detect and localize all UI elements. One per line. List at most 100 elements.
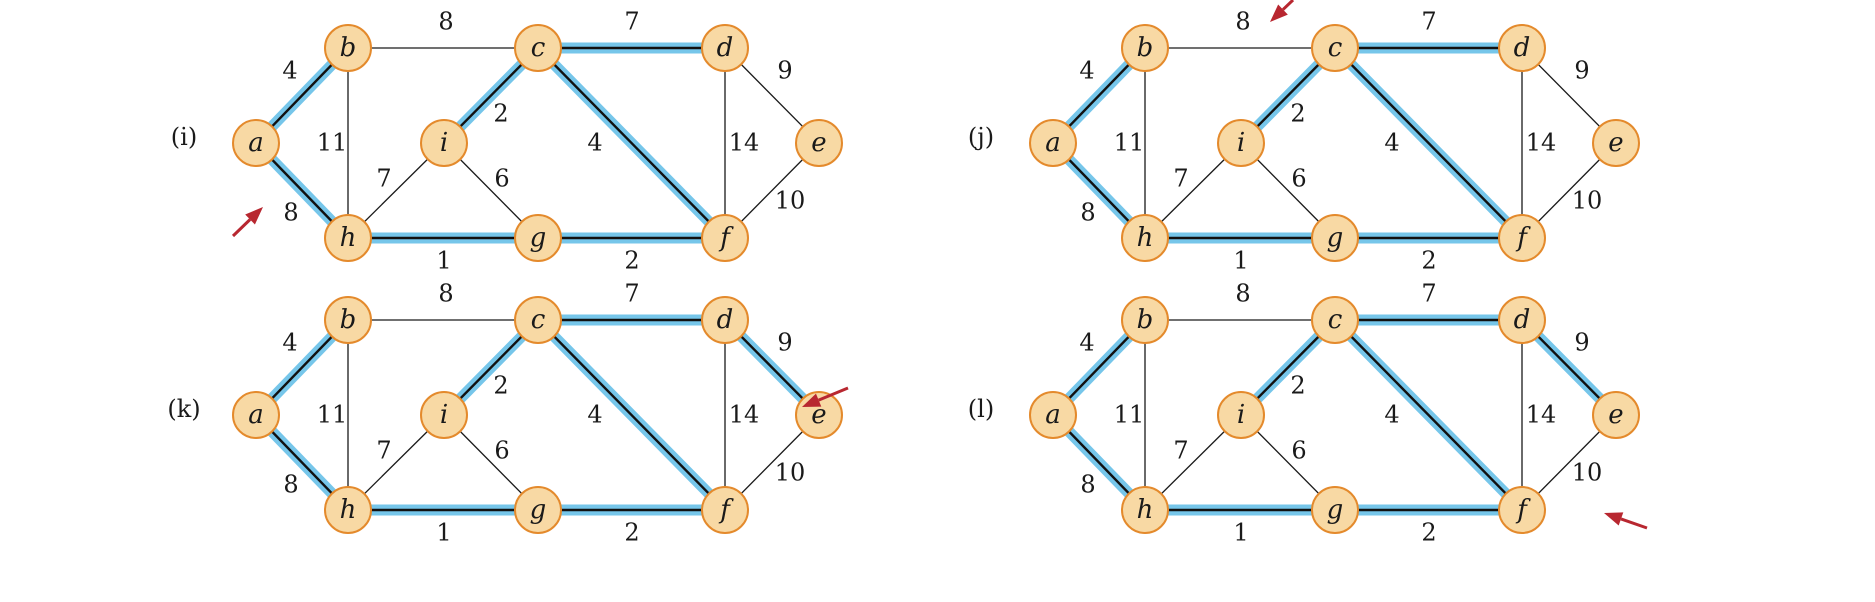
weight-c-i: 2 bbox=[1290, 372, 1305, 400]
node-d: d bbox=[1498, 296, 1546, 344]
weight-b-c: 8 bbox=[438, 280, 453, 308]
node-label-e: e bbox=[811, 400, 826, 430]
weight-b-c: 8 bbox=[438, 8, 453, 36]
weight-a-h: 8 bbox=[1080, 471, 1095, 499]
weight-g-f: 2 bbox=[624, 247, 639, 275]
pointer-arrow-icon bbox=[231, 207, 263, 238]
node-f: f bbox=[701, 486, 749, 534]
node-label-c: c bbox=[1328, 33, 1343, 63]
node-label-i: i bbox=[440, 400, 448, 430]
weight-d-e: 9 bbox=[1574, 329, 1589, 357]
node-label-d: d bbox=[717, 305, 734, 335]
weight-d-f: 14 bbox=[1526, 401, 1557, 429]
weight-c-i: 2 bbox=[493, 100, 508, 128]
node-a: a bbox=[232, 119, 280, 167]
node-e: e bbox=[795, 119, 843, 167]
node-c: c bbox=[1311, 296, 1359, 344]
node-circle-f bbox=[701, 486, 749, 534]
weight-c-i: 2 bbox=[493, 372, 508, 400]
node-label-b: b bbox=[1137, 305, 1154, 335]
weight-i-g: 6 bbox=[494, 165, 509, 193]
node-label-b: b bbox=[340, 305, 357, 335]
weight-a-h: 8 bbox=[283, 199, 298, 227]
weight-d-f: 14 bbox=[729, 129, 760, 157]
weight-a-b: 4 bbox=[1079, 57, 1094, 85]
node-circle-g bbox=[514, 214, 562, 262]
node-e: e bbox=[1592, 391, 1640, 439]
node-b: b bbox=[324, 24, 372, 72]
node-f: f bbox=[701, 214, 749, 262]
weight-c-f: 4 bbox=[587, 129, 602, 157]
node-label-b: b bbox=[340, 33, 357, 63]
node-circle-a bbox=[1029, 119, 1077, 167]
node-label-h: h bbox=[340, 495, 357, 525]
weight-b-h: 11 bbox=[317, 129, 348, 157]
node-label-g: g bbox=[1327, 223, 1344, 253]
node-i: i bbox=[1217, 391, 1265, 439]
weight-i-h: 7 bbox=[1173, 165, 1188, 193]
node-label-g: g bbox=[530, 495, 547, 525]
node-circle-c bbox=[1311, 296, 1359, 344]
node-circle-h bbox=[324, 486, 372, 534]
node-circle-f bbox=[1498, 214, 1546, 262]
weight-a-b: 4 bbox=[282, 329, 297, 357]
node-circle-b bbox=[324, 24, 372, 72]
node-circle-b bbox=[1121, 296, 1169, 344]
node-circle-g bbox=[514, 486, 562, 534]
panel-label: (k) bbox=[167, 395, 200, 423]
edge-c-f bbox=[1334, 47, 1523, 239]
edge-c-f bbox=[537, 47, 726, 239]
panel-label: (l) bbox=[968, 395, 994, 423]
node-label-a: a bbox=[248, 400, 264, 430]
weight-c-d: 7 bbox=[624, 8, 639, 36]
weight-i-h: 7 bbox=[376, 437, 391, 465]
node-g: g bbox=[1311, 214, 1359, 262]
weight-c-i: 2 bbox=[1290, 100, 1305, 128]
weight-d-e: 9 bbox=[1574, 57, 1589, 85]
node-c: c bbox=[1311, 24, 1359, 72]
node-circle-a bbox=[232, 391, 280, 439]
weight-c-d: 7 bbox=[1421, 280, 1436, 308]
node-circle-b bbox=[1121, 24, 1169, 72]
node-label-g: g bbox=[1327, 495, 1344, 525]
node-circle-i bbox=[1217, 391, 1265, 439]
weight-i-g: 6 bbox=[1291, 165, 1306, 193]
node-h: h bbox=[324, 486, 372, 534]
node-i: i bbox=[1217, 119, 1265, 167]
node-circle-a bbox=[1029, 391, 1077, 439]
node-circle-i bbox=[1217, 119, 1265, 167]
node-h: h bbox=[1121, 214, 1169, 262]
node-g: g bbox=[514, 214, 562, 262]
node-label-g: g bbox=[530, 223, 547, 253]
node-e: e bbox=[1592, 119, 1640, 167]
node-b: b bbox=[1121, 24, 1169, 72]
node-circle-b bbox=[324, 296, 372, 344]
node-label-a: a bbox=[1045, 128, 1061, 158]
node-g: g bbox=[514, 486, 562, 534]
weight-a-h: 8 bbox=[1080, 199, 1095, 227]
weight-e-f: 10 bbox=[1572, 187, 1603, 215]
node-circle-e bbox=[795, 119, 843, 167]
node-label-b: b bbox=[1137, 33, 1154, 63]
node-label-i: i bbox=[1237, 128, 1245, 158]
node-i: i bbox=[420, 119, 468, 167]
weight-d-e: 9 bbox=[777, 329, 792, 357]
node-label-h: h bbox=[1137, 495, 1154, 525]
node-label-d: d bbox=[717, 33, 734, 63]
node-d: d bbox=[1498, 24, 1546, 72]
weight-h-g: 1 bbox=[436, 247, 451, 275]
node-circle-g bbox=[1311, 486, 1359, 534]
weight-a-h: 8 bbox=[283, 471, 298, 499]
node-circle-i bbox=[420, 119, 468, 167]
pointer-arrow-icon bbox=[1270, 0, 1295, 22]
node-label-i: i bbox=[1237, 400, 1245, 430]
weight-a-b: 4 bbox=[282, 57, 297, 85]
panel-label: (i) bbox=[171, 123, 197, 151]
node-circle-e bbox=[1592, 119, 1640, 167]
weight-b-h: 11 bbox=[1114, 401, 1145, 429]
node-a: a bbox=[1029, 119, 1077, 167]
node-label-a: a bbox=[1045, 400, 1061, 430]
edge-c-f bbox=[537, 319, 726, 511]
weight-c-f: 4 bbox=[1384, 401, 1399, 429]
